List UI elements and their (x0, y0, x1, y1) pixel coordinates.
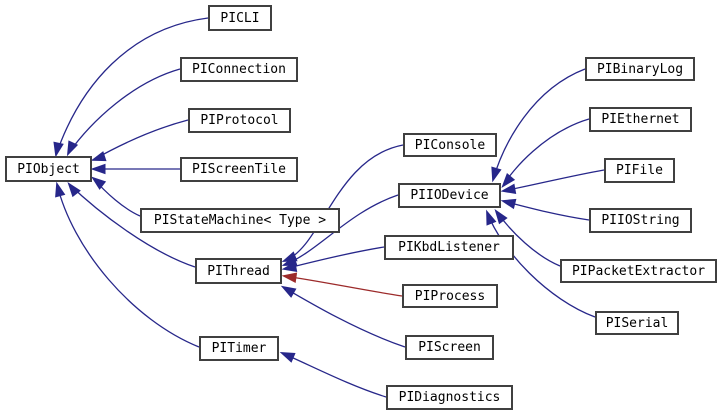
class-node-label: PITimer (211, 341, 267, 356)
class-node-label: PIProcess (414, 288, 486, 304)
inheritance-edge-PIConnection-to-PIObject (66, 68, 181, 157)
class-node-PIEthernet[interactable]: PIEthernet (589, 107, 692, 132)
class-node-label: PIFile (616, 163, 663, 178)
class-node-label: PISerial (605, 315, 669, 331)
inheritance-edge-PIFile-to-PIIODevice (500, 169, 605, 195)
arrowhead-icon (500, 183, 517, 195)
inheritance-edge-PIProtocol-to-PIObject (90, 119, 189, 162)
class-node-PIScreen[interactable]: PIScreen (405, 335, 494, 360)
inheritance-edge-PIDiagnostics-to-PITimer (279, 352, 387, 398)
class-node-label: PIProtocol (200, 113, 279, 128)
class-node-PISerial[interactable]: PISerial (595, 311, 679, 335)
inheritance-edge-PIBinaryLog-to-PIIODevice (491, 68, 586, 183)
inheritance-edge-PIEthernet-to-PIIODevice (501, 118, 590, 188)
inheritance-edge-PIPacketExtractor-to-PIIODevice (494, 208, 561, 267)
class-node-PIFile[interactable]: PIFile (604, 158, 675, 183)
arrowhead-icon (501, 173, 516, 188)
arrowhead-icon (280, 285, 297, 298)
class-node-PIObject[interactable]: PIObject (5, 156, 92, 182)
class-node-PIScreenTile[interactable]: PIScreenTile (180, 157, 298, 182)
arrowhead-icon (486, 209, 497, 226)
class-node-PIThread[interactable]: PIThread (195, 258, 282, 284)
class-node-PIProtocol[interactable]: PIProtocol (188, 108, 291, 133)
class-node-label: PIDiagnostics (398, 390, 501, 405)
arrowhead-icon (491, 166, 502, 183)
class-node-label: PIScreen (418, 340, 481, 355)
class-node-PICLI[interactable]: PICLI (208, 5, 272, 31)
class-node-PIKbdListener[interactable]: PIKbdListener (384, 235, 514, 260)
arrowhead-icon (91, 176, 107, 190)
inheritance-edge-PISerial-to-PIIODevice (486, 209, 596, 318)
class-node-label: PIIOString (601, 213, 680, 228)
inheritance-edge-PITimer-to-PIObject (55, 181, 200, 348)
class-node-PIPacketExtractor[interactable]: PIPacketExtractor (560, 259, 717, 283)
class-node-PIConnection[interactable]: PIConnection (180, 57, 298, 82)
arrowhead-icon (55, 181, 66, 198)
class-node-label: PIScreenTile (192, 162, 286, 177)
class-node-label: PIIODevice (410, 188, 489, 203)
class-node-label: PIBinaryLog (596, 61, 684, 77)
class-node-label: PIThread (207, 263, 270, 279)
class-node-PITimer[interactable]: PITimer (199, 336, 279, 361)
class-node-label: PIPacketExtractor (571, 263, 706, 279)
inheritance-edge-PICLI-to-PIObject (53, 17, 209, 158)
inheritance-edge-PIIOString-to-PIIODevice (500, 198, 590, 221)
class-node-PIStateMachine[interactable]: PIStateMachine< Type > (140, 208, 340, 233)
inheritance-edge-PIScreen-to-PIThread (280, 285, 406, 348)
class-node-PIConsole[interactable]: PIConsole (403, 133, 497, 157)
inheritance-edge-PIProcess-to-PIThread (281, 272, 403, 297)
class-node-label: PIEthernet (601, 112, 680, 127)
arrowhead-icon (53, 141, 64, 158)
arrowhead-icon (500, 198, 517, 210)
class-node-label: PIConnection (192, 62, 286, 77)
arrowhead-icon (67, 182, 81, 198)
inheritance-edge-PIScreenTile-to-PIObject (90, 163, 180, 175)
class-node-label: PICLI (220, 10, 260, 26)
arrowhead-icon (494, 208, 508, 225)
inheritance-edge-PIStateMachine-to-PIObject (91, 176, 141, 217)
class-node-label: PIStateMachine< Type > (153, 213, 327, 228)
arrowhead-icon (66, 140, 79, 157)
class-node-PIIOString[interactable]: PIIOString (589, 208, 692, 233)
inheritance-edge-PIThread-to-PIObject (67, 182, 196, 268)
inheritance-edge-PIKbdListener-to-PIThread (281, 246, 385, 273)
arrowhead-icon (279, 352, 296, 363)
arrowhead-icon (90, 163, 106, 175)
arrowhead-icon (281, 261, 298, 273)
class-node-PIBinaryLog[interactable]: PIBinaryLog (585, 57, 695, 81)
class-node-label: PIKbdListener (398, 240, 500, 255)
class-node-PIIODevice[interactable]: PIIODevice (398, 183, 501, 208)
class-node-label: PIObject (17, 161, 80, 177)
class-node-PIProcess[interactable]: PIProcess (402, 284, 498, 308)
arrowhead-icon (90, 151, 107, 162)
arrowhead-icon (281, 272, 298, 283)
class-node-PIDiagnostics[interactable]: PIDiagnostics (386, 385, 513, 410)
class-node-label: PIConsole (414, 137, 486, 153)
